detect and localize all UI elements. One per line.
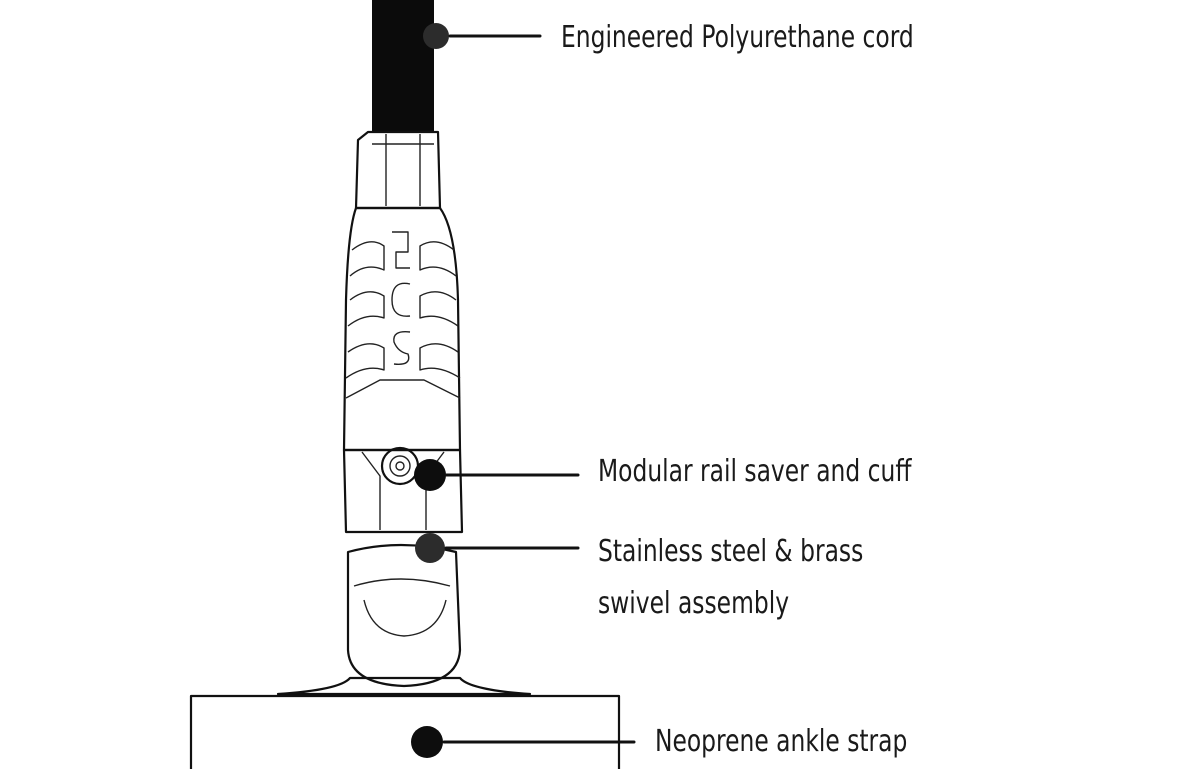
swivel-label-line1: Stainless steel & brass [598,534,863,569]
swivel-assembly [346,543,462,688]
ankle-strap-dot-marker [411,726,443,758]
swivel-label-line2: swivel assembly [598,586,789,621]
rail-saver-dot-marker [414,459,446,491]
polyurethane-cord [372,0,434,132]
rail-saver-label: Modular rail saver and cuff [598,454,913,489]
cuff-upper-collar [354,130,442,210]
ankle-strap-label: Neoprene ankle strap [655,724,907,759]
cord-label: Engineered Polyurethane cord [561,20,914,55]
cord-dot-marker [423,23,449,49]
rail-saver-cuff [342,446,464,534]
rail-saver-body [342,206,462,452]
neoprene-ankle-strap [189,694,621,769]
swivel-dot-marker [415,533,445,563]
swivel-base-flange [276,676,532,696]
